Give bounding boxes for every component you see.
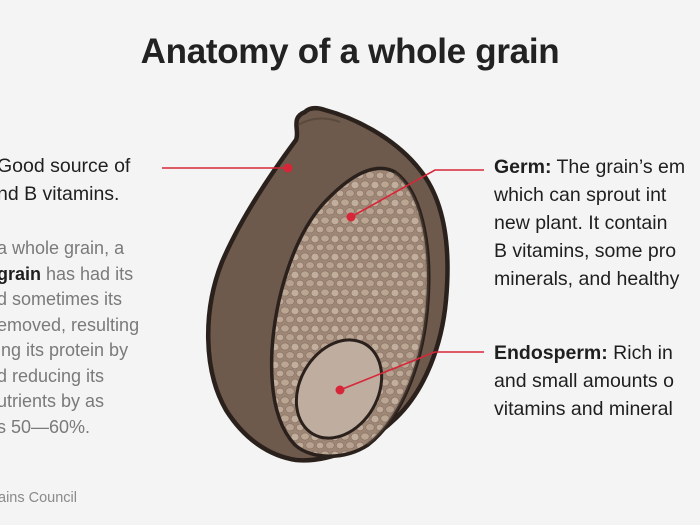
refined-line-8: s 50—60%. — [0, 416, 91, 437]
refined-line-1: a whole grain, a — [0, 238, 125, 258]
refined-grain-note: a whole grain, a grain has had its d som… — [0, 236, 139, 440]
page-title: Anatomy of a whole grain — [140, 32, 560, 71]
bran-description: Good source of nd B vitamins. — [0, 152, 130, 208]
endosperm-label: Endosperm: — [494, 342, 608, 364]
refined-line-3: d sometimes its — [0, 289, 123, 309]
endosperm-line-2: and small amounts o — [494, 370, 674, 392]
germ-line-5: minerals, and healthy — [494, 268, 680, 290]
refined-grain-term: grain — [0, 263, 42, 284]
refined-line-6: d reducing its — [0, 365, 105, 386]
endosperm-description: Endosperm: Rich in and small amounts o v… — [494, 339, 674, 423]
endosperm-marker-dot — [346, 212, 356, 222]
bran-line-2: nd B vitamins. — [0, 183, 120, 205]
endosperm-leader-line — [350, 169, 484, 218]
germ-description: Germ: The grain’s em which can sprout in… — [494, 153, 685, 293]
germ-line-3: new plant. It contain — [494, 212, 668, 234]
germ-line-1: Germ: The grain’s em — [494, 156, 686, 178]
endosperm-line-3: vitamins and mineral — [494, 398, 673, 420]
refined-line-7: utrients by as — [0, 391, 105, 411]
germ-label: Germ: — [494, 156, 552, 178]
bran-line-1: Good source of — [0, 155, 131, 177]
source-credit: ains Council — [0, 490, 77, 506]
endosperm-line-1: Endosperm: Rich in — [494, 342, 673, 364]
germ-line-4: B vitamins, some pro — [494, 240, 677, 262]
bran-ridge — [297, 117, 341, 126]
germ-leader-line — [339, 351, 484, 391]
germ-marker-dot — [335, 385, 345, 395]
refined-line-2: grain has had its — [0, 262, 139, 288]
refined-line-4: emoved, resulting — [0, 314, 140, 335]
germ-line-2: which can sprout int — [494, 184, 667, 206]
refined-line-5: ing its protein by — [0, 340, 129, 360]
bran-marker-dot — [283, 163, 293, 173]
